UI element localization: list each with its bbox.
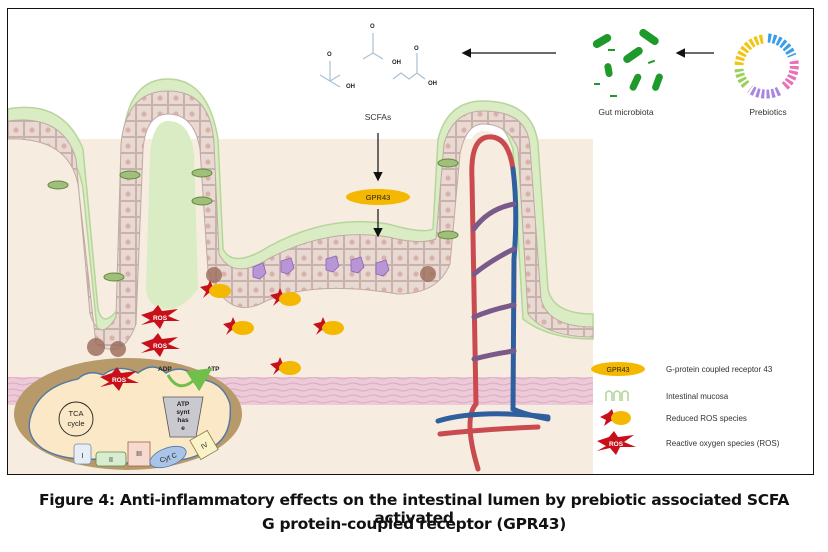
atp-synthase-label: ATP [177,401,190,408]
tca-label: TCA [69,409,84,418]
scfa-hydroxyl-1: OH [346,84,355,90]
figure-panel: O OH O OH O OH SCFAs GPR43 Gut microbiot… [7,8,814,475]
complex-i [73,443,92,465]
reduced-ros-species [270,288,301,306]
complex-iv [189,429,219,461]
tca-label: cycle [67,419,84,428]
mucosa-symbol [605,390,629,401]
scfa-hydroxyl-2: OH [392,60,401,66]
legend-symbol-label: ROS [609,441,624,448]
complex-i-label: I [82,453,84,460]
epithelium [8,90,594,350]
scfas-label: SCFAs [365,112,391,122]
scfa-oxygen-1: O [327,52,332,58]
scfa-oxygen-3: O [414,46,419,52]
legend-label: Intestinal mucosa [666,392,729,401]
ros-label: ROS [153,343,168,350]
legend-label: Reactive oxygen species (ROS) [666,439,780,448]
ros-symbol [597,431,636,455]
tca-cycle [58,401,94,437]
mitochondrion: ROS ADP ATP ATP synt has e TCA cycle I I… [14,358,242,470]
ros-label: ROS [153,315,168,322]
reduced-ros-species [200,280,231,298]
reduced-ros-symbol [611,411,631,425]
gut-microbiota-label: Gut microbiota [598,107,654,117]
figure-caption-line-2: G protein-coupled receptor (GPR43) [261,515,567,533]
legend-item-gpr43: GPR43 G-protein coupled receptor 43 [591,362,773,376]
villus-core-right [458,131,516,309]
reduced-ros-species [270,357,301,375]
complex-iv-label: IV [200,441,210,451]
goblet-cells [47,158,459,282]
gpr43-label: GPR43 [366,193,391,202]
ros-burst: ROS [141,305,180,329]
legend: GPR43 G-protein coupled receptor 43 Inte… [591,362,780,455]
ros-burst: ROS [100,367,139,391]
gut-microbiota-icon [592,28,663,97]
gpr43-receptor [346,189,410,205]
tuft-cells [252,255,390,280]
legend-label: Reduced ROS species [666,414,747,423]
reduced-ros-species [313,317,344,335]
cytochrome-c [149,445,187,469]
gpr43-symbol [591,362,645,376]
ros-burst: ROS [141,333,180,357]
legend-item-ros: ROS Reactive oxygen species (ROS) [597,431,780,455]
scfa-molecules [319,33,426,88]
legend-item-mucosa: Intestinal mucosa [605,390,729,401]
atp-synthase-label: has [177,417,189,424]
atp-label: ATP [207,366,220,373]
ros-label: ROS [112,377,127,384]
complex-ii [95,451,127,467]
complex-ii-label: II [109,457,113,464]
diagram-canvas: O OH O OH O OH SCFAs GPR43 Gut microbiot… [8,24,799,474]
legend-symbol-label: GPR43 [607,367,630,374]
villus-core [146,121,198,309]
paneth-cells [87,266,436,357]
adp-label: ADP [158,366,172,373]
figure-caption-line-1: Figure 4: Anti-inflammatory effects on t… [38,491,790,527]
atp-synthase-label: synt [176,409,190,416]
prebiotics-label: Prebiotics [749,107,786,117]
legend-item-reduced-ros: Reduced ROS species [600,409,747,426]
prebiotics-icon [734,33,799,99]
legend-label: G-protein coupled receptor 43 [666,365,773,374]
atp-synthase-label: e [181,425,185,432]
scfa-hydroxyl-3: OH [428,81,437,87]
complex-iii [127,441,151,467]
scfa-oxygen-2: O [370,24,375,30]
complex-iii-label: III [136,451,142,458]
blood-vessels [435,134,551,472]
reduced-ros-species [223,317,254,335]
